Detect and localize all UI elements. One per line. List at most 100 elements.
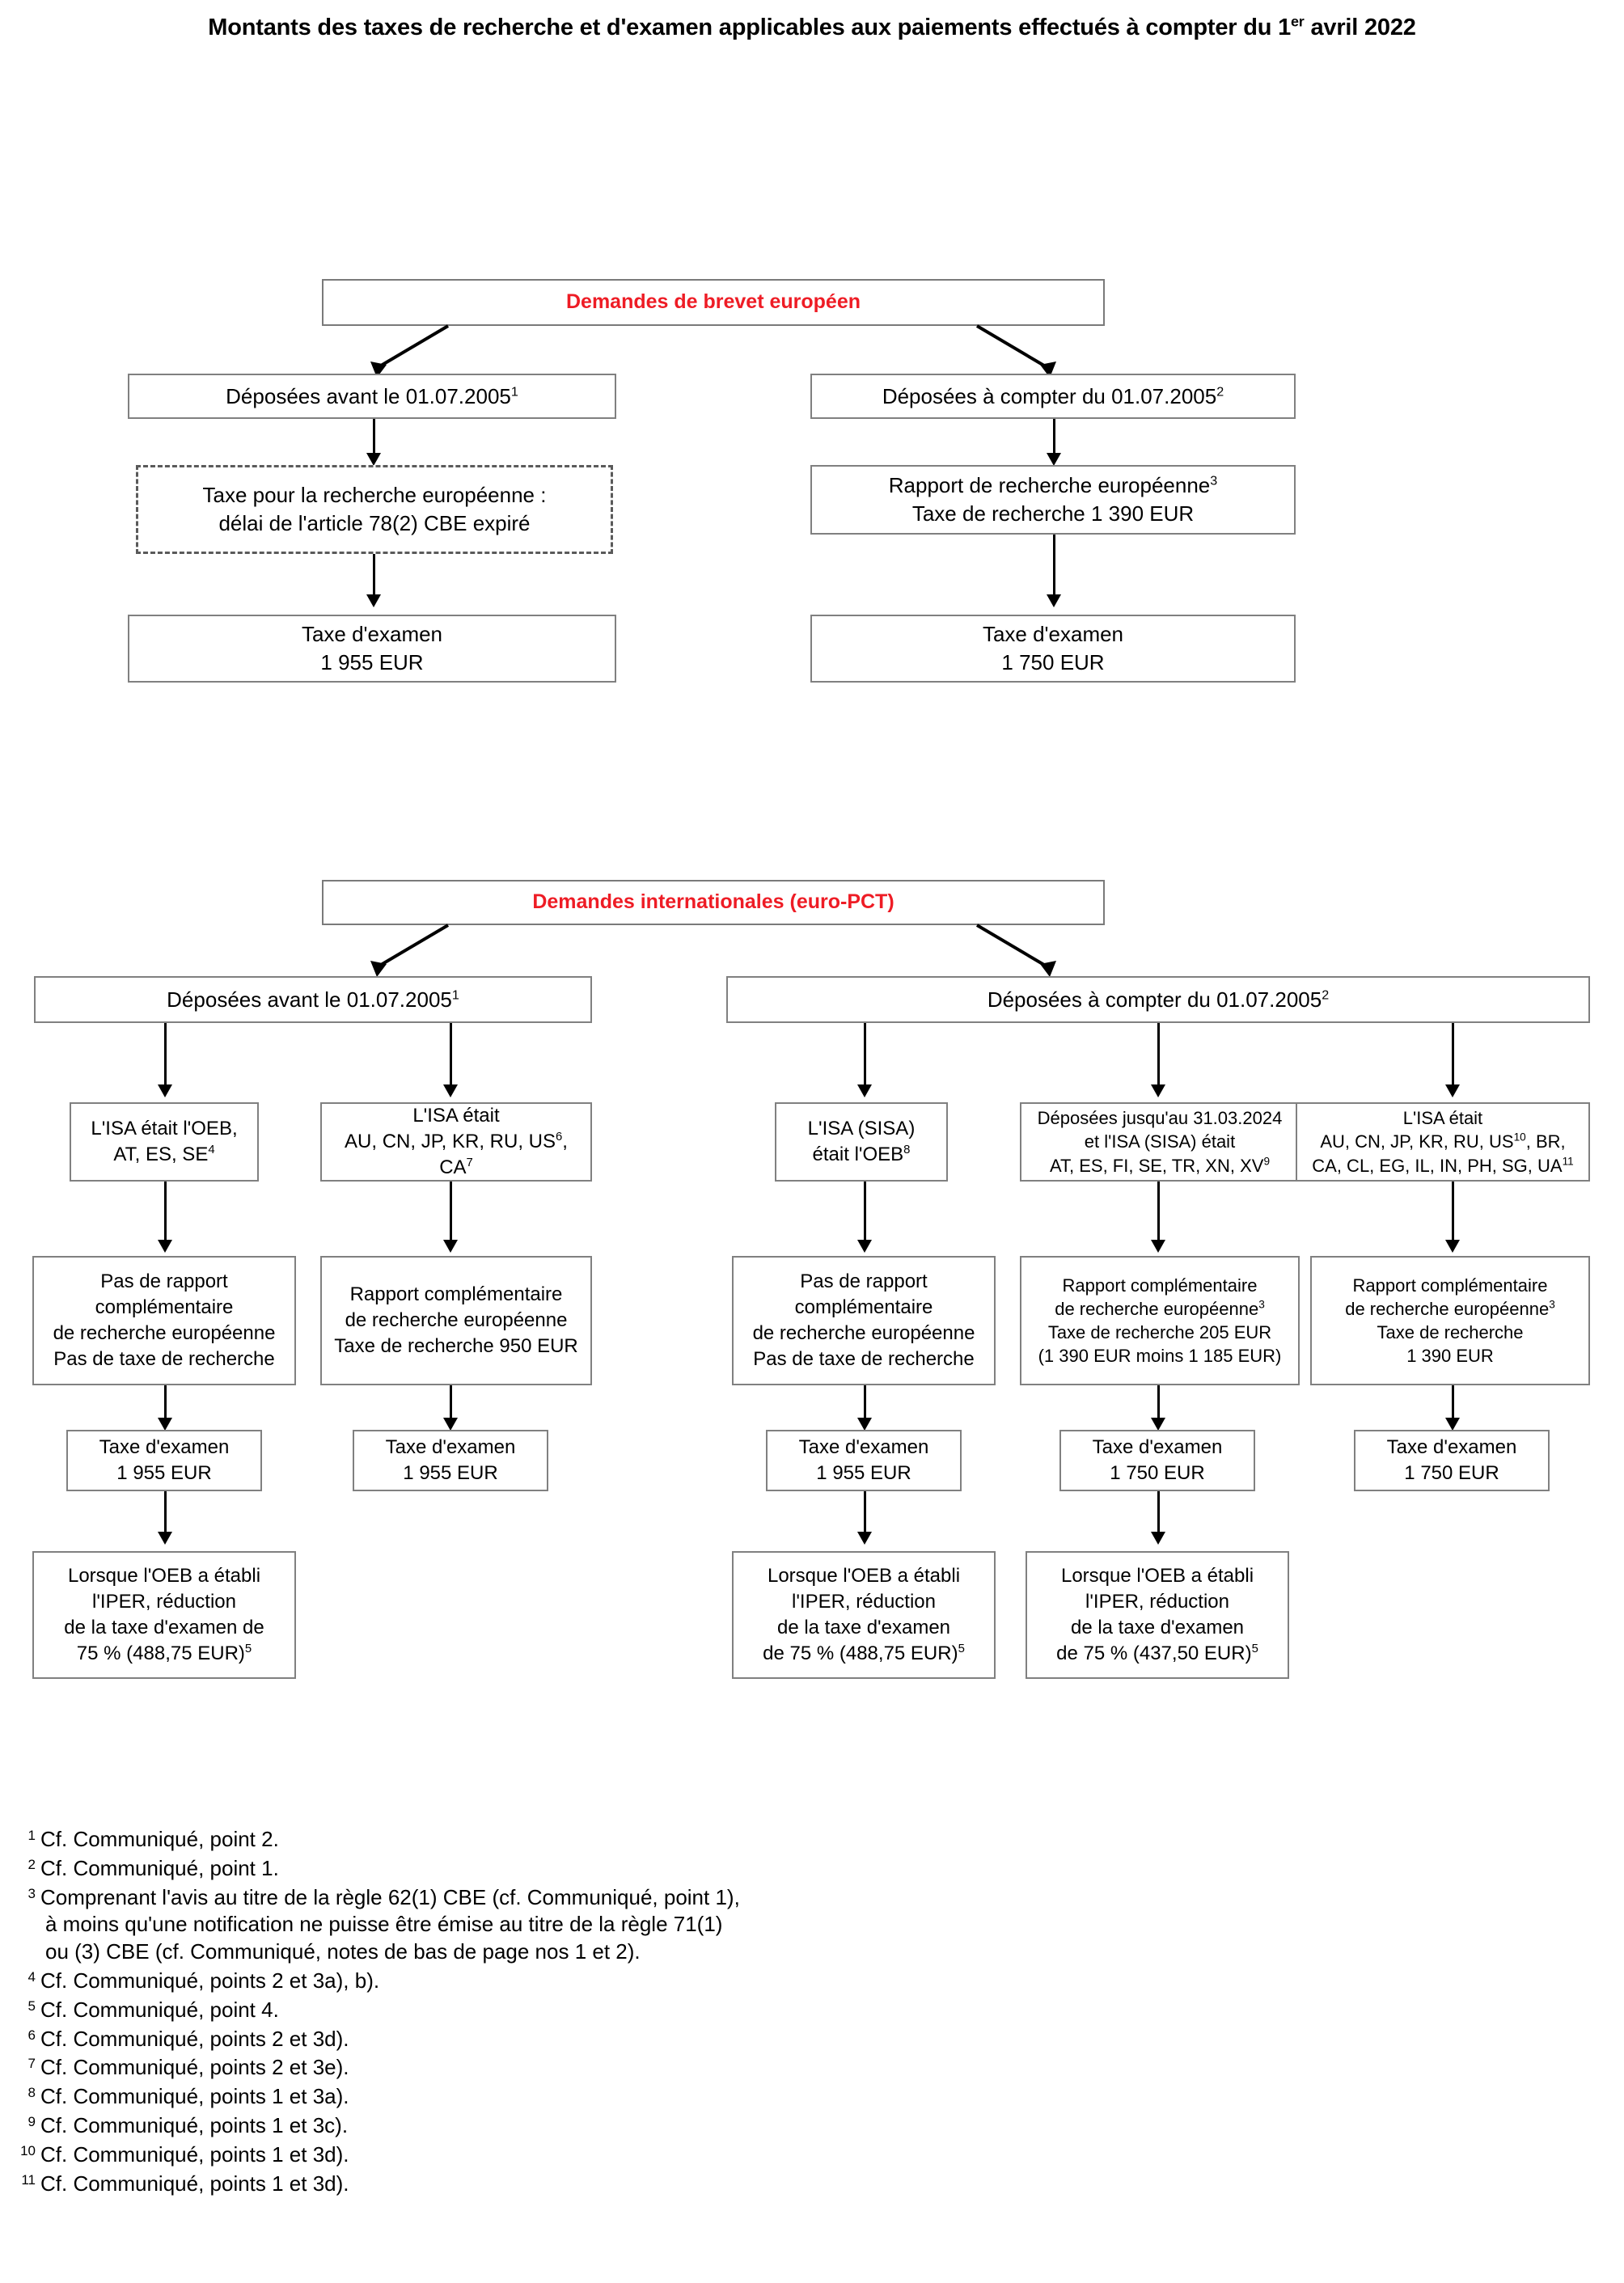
pct-left-branch-arrow-a xyxy=(158,1084,172,1097)
pct-right-b2-connector-3 xyxy=(1157,1491,1160,1538)
pct-right-b1-isa-label: L'ISA (SISA) était l'OEB8 xyxy=(807,1118,916,1165)
pct-right-b1-isa-box: L'ISA (SISA) était l'OEB8 xyxy=(775,1102,948,1182)
ep-section-header-label: Demandes de brevet européen xyxy=(565,290,861,314)
footnote-5-text: Cf. Communiqué, point 4. xyxy=(40,1997,279,2022)
pct-right-b3-connector-2 xyxy=(1452,1385,1454,1424)
footnote-1: 1 Cf. Communiqué, point 2. xyxy=(8,1826,1140,1854)
pct-left-b1-arrow-3 xyxy=(158,1532,172,1545)
pct-right-b2-iper-label: Lorsque l'OEB a établi l'IPER, réduction… xyxy=(1056,1565,1258,1664)
footnote-3-text: Comprenant l'avis au titre de la règle 6… xyxy=(40,1884,1140,1966)
footnote-6-text: Cf. Communiqué, points 2 et 3d). xyxy=(40,2026,349,2051)
pct-left-branch-connector-b xyxy=(450,1023,452,1092)
footnote-3: 3 Comprenant l'avis au titre de la règle… xyxy=(8,1884,1140,1966)
pct-right-b2-iper-box: Lorsque l'OEB a établi l'IPER, réduction… xyxy=(1026,1551,1289,1679)
ep-right-arrow-2 xyxy=(1047,594,1061,607)
footnote-7-text: Cf. Communiqué, points 2 et 3e). xyxy=(40,2055,349,2080)
pct-right-b3-exam-label: Taxe d'examen 1 750 EUR xyxy=(1386,1436,1517,1484)
pct-left-b1-connector-1 xyxy=(164,1182,167,1246)
pct-right-b3-isa-label: L'ISA était AU, CN, JP, KR, RU, US10, BR… xyxy=(1312,1108,1574,1176)
ep-right-exam-label: Taxe d'examen 1 750 EUR xyxy=(982,622,1124,674)
pct-right-branch-arrow-c xyxy=(1445,1084,1460,1097)
pct-right-branch-connector-b xyxy=(1157,1023,1160,1092)
footnote-3-num: 3 xyxy=(27,1885,36,1901)
pct-right-b1-exam-box: Taxe d'examen 1 955 EUR xyxy=(766,1430,962,1491)
pct-right-b2-isa-label: Déposées jusqu'au 31.03.2024 et l'ISA (S… xyxy=(1037,1108,1283,1176)
ep-right-exam-box: Taxe d'examen 1 750 EUR xyxy=(810,615,1296,683)
pct-right-b1-report-box: Pas de rapport complémentaire de recherc… xyxy=(732,1256,996,1385)
pct-right-b2-isa-box: Déposées jusqu'au 31.03.2024 et l'ISA (S… xyxy=(1020,1102,1300,1182)
pct-right-b1-report-label: Pas de rapport complémentaire de recherc… xyxy=(752,1270,975,1370)
pct-left-b2-report-label: Rapport complémentaire de recherche euro… xyxy=(334,1283,578,1357)
pct-left-branch-connector-a xyxy=(164,1023,167,1092)
pct-right-b1-arrow-3 xyxy=(857,1532,872,1545)
pct-right-b2-exam-label: Taxe d'examen 1 750 EUR xyxy=(1092,1436,1223,1484)
footnote-1-num: 1 xyxy=(27,1828,36,1843)
footnote-11: 11 Cf. Communiqué, points 1 et 3d). xyxy=(8,2171,1140,2198)
pct-right-branch-connector-a xyxy=(864,1023,866,1092)
footnote-8-num: 8 xyxy=(27,2085,36,2101)
footnote-7-num: 7 xyxy=(27,2056,36,2072)
pct-left-b1-iper-label: Lorsque l'OEB a établi l'IPER, réduction… xyxy=(64,1565,264,1664)
ep-header-branch-arrows xyxy=(370,324,1056,378)
pct-left-b2-arrow-2 xyxy=(443,1418,458,1431)
pct-right-b1-arrow-1 xyxy=(857,1240,872,1253)
ep-right-search-box: Rapport de recherche européenne3 Taxe de… xyxy=(810,465,1296,535)
page-title: Montants des taxes de recherche et d'exa… xyxy=(208,13,1416,40)
pct-right-b2-arrow-3 xyxy=(1151,1532,1165,1545)
pct-left-b2-exam-box: Taxe d'examen 1 955 EUR xyxy=(353,1430,548,1491)
pct-right-filing-box: Déposées à compter du 01.07.20052 xyxy=(726,976,1590,1023)
ep-left-exam-label: Taxe d'examen 1 955 EUR xyxy=(301,622,443,674)
pct-left-branch-arrow-b xyxy=(443,1084,458,1097)
footnote-10-text: Cf. Communiqué, points 1 et 3d). xyxy=(40,2141,349,2167)
pct-right-branch-arrow-a xyxy=(857,1084,872,1097)
pct-left-b1-exam-box: Taxe d'examen 1 955 EUR xyxy=(66,1430,262,1491)
ep-right-filing-label: Déposées à compter du 01.07.20052 xyxy=(882,383,1224,408)
ep-left-arrow-2 xyxy=(366,594,381,607)
footnote-11-num: 11 xyxy=(21,2171,36,2188)
footnote-10-num: 10 xyxy=(20,2142,36,2158)
footnote-6-num: 6 xyxy=(27,2027,36,2043)
footnote-4-text: Cf. Communiqué, points 2 et 3a), b). xyxy=(40,1968,380,1993)
pct-left-b2-report-box: Rapport complémentaire de recherche euro… xyxy=(320,1256,592,1385)
pct-left-b1-isa-box: L'ISA était l'OEB, AT, ES, SE4 xyxy=(70,1102,259,1182)
footnote-3-line-2: à moins qu'une notification ne puisse êt… xyxy=(45,1912,723,1937)
footnote-7: 7 Cf. Communiqué, points 2 et 3e). xyxy=(8,2054,1140,2082)
pct-section-header-box: Demandes internationales (euro-PCT) xyxy=(322,880,1105,925)
pct-left-b1-exam-label: Taxe d'examen 1 955 EUR xyxy=(99,1436,230,1484)
ep-right-filing-box: Déposées à compter du 01.07.20052 xyxy=(810,374,1296,419)
pct-right-b1-connector-1 xyxy=(864,1182,866,1246)
footnote-4: 4 Cf. Communiqué, points 2 et 3a), b). xyxy=(8,1968,1140,1995)
footnote-5-num: 5 xyxy=(27,1998,36,2014)
pct-right-b3-isa-box: L'ISA était AU, CN, JP, KR, RU, US10, BR… xyxy=(1296,1102,1590,1182)
pct-left-b2-connector-1 xyxy=(450,1182,452,1246)
pct-right-b2-arrow-1 xyxy=(1151,1240,1165,1253)
pct-left-b1-report-box: Pas de rapport complémentaire de recherc… xyxy=(32,1256,296,1385)
pct-left-filing-label: Déposées avant le 01.07.20051 xyxy=(167,987,459,1012)
pct-left-b1-connector-2 xyxy=(164,1385,167,1424)
pct-section-header-label: Demandes internationales (euro-PCT) xyxy=(532,890,894,914)
footnote-10: 10 Cf. Communiqué, points 1 et 3d). xyxy=(8,2141,1140,2169)
footnote-4-num: 4 xyxy=(27,1968,36,1985)
ep-right-arrow-1 xyxy=(1047,453,1061,466)
pct-left-b2-isa-label: L'ISA était AU, CN, JP, KR, RU, US6, CA7 xyxy=(345,1105,568,1178)
pct-right-b2-connector-2 xyxy=(1157,1385,1160,1424)
ep-left-connector-1 xyxy=(373,419,375,459)
footnote-8-text: Cf. Communiqué, points 1 et 3a). xyxy=(40,2084,349,2109)
pct-left-filing-box: Déposées avant le 01.07.20051 xyxy=(34,976,592,1023)
ep-right-connector-2 xyxy=(1053,535,1055,601)
ep-left-exam-box: Taxe d'examen 1 955 EUR xyxy=(128,615,616,683)
pct-right-b2-report-label: Rapport complémentaire de recherche euro… xyxy=(1038,1275,1282,1367)
pct-left-b2-arrow-1 xyxy=(443,1240,458,1253)
footnote-9: 9 Cf. Communiqué, points 1 et 3c). xyxy=(8,2112,1140,2140)
pct-right-b1-exam-label: Taxe d'examen 1 955 EUR xyxy=(798,1436,929,1484)
pct-right-b3-arrow-2 xyxy=(1445,1418,1460,1431)
pct-right-b1-iper-label: Lorsque l'OEB a établi l'IPER, réduction… xyxy=(763,1565,965,1664)
footnote-2-num: 2 xyxy=(27,1856,36,1872)
footnote-3-line-1: Comprenant l'avis au titre de la règle 6… xyxy=(40,1884,740,1909)
pct-right-b3-arrow-1 xyxy=(1445,1240,1460,1253)
footnote-9-num: 9 xyxy=(27,2113,36,2129)
footnote-1-text: Cf. Communiqué, point 2. xyxy=(40,1827,279,1851)
pct-right-b2-connector-1 xyxy=(1157,1182,1160,1246)
pct-right-b1-iper-box: Lorsque l'OEB a établi l'IPER, réduction… xyxy=(732,1551,996,1679)
